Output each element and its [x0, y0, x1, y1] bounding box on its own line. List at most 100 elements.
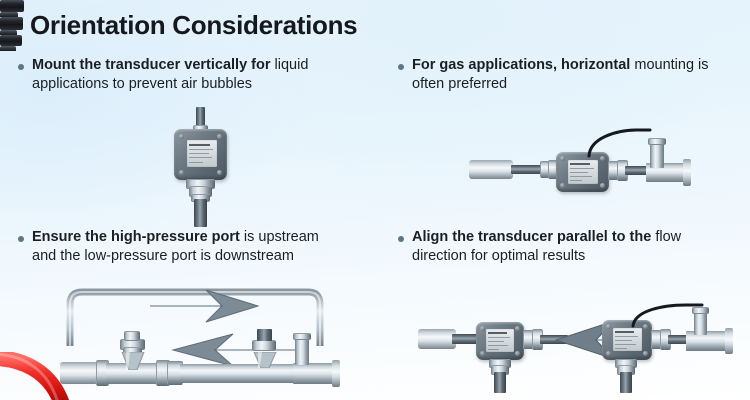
- screw-icon: [515, 326, 520, 331]
- outlet-tube: [625, 166, 650, 175]
- inlet-tube: [511, 165, 544, 174]
- bullet-vertical-mounting: Mount the transducer vertically for liqu…: [18, 56, 342, 94]
- screw-icon: [600, 156, 605, 161]
- signal-cable: [631, 303, 704, 328]
- valve-knob[interactable]: [0, 35, 22, 46]
- transducer-nameplate: [613, 328, 642, 351]
- outlet-pipe: [686, 331, 728, 351]
- nameplate-line: [570, 176, 592, 177]
- hp-port-tee: [121, 352, 145, 370]
- nameplate-line: [189, 144, 211, 146]
- flow-arrow-upstream: [150, 289, 260, 323]
- hp-port-hex: [124, 331, 140, 341]
- bullet-gas-horizontal: For gas applications, horizontal mountin…: [398, 56, 712, 94]
- nameplate-line: [615, 331, 635, 333]
- screw-icon: [643, 351, 648, 356]
- bullet-text-parallel-alignment: Align the transducer parallel to the flo…: [412, 228, 712, 266]
- nameplate-line: [570, 168, 594, 169]
- nameplate-line: [488, 332, 508, 334]
- outlet-tube: [668, 335, 690, 344]
- process-stem: [494, 372, 506, 393]
- inlet-tube: [452, 334, 482, 344]
- bullet-regular-3: is upstream and the low-pressure port is…: [32, 229, 319, 264]
- valve-stem: [650, 140, 664, 168]
- lp-port-nut: [252, 340, 276, 351]
- valve-stem: [694, 309, 707, 335]
- screw-icon: [217, 134, 222, 139]
- transducer-nameplate: [486, 329, 514, 352]
- bullet-text-vertical-mounting: Mount the transducer vertically for liqu…: [32, 56, 342, 94]
- valve-collar: [692, 307, 709, 314]
- transducer-top-cable: [196, 107, 205, 128]
- screw-icon: [179, 134, 184, 139]
- process-stem: [620, 372, 632, 393]
- valve-collar: [293, 333, 311, 340]
- nameplate-line: [189, 157, 212, 158]
- screw-icon: [515, 351, 520, 356]
- bullet-bold-2: For gas applications, horizontal: [412, 57, 631, 73]
- screw-icon: [606, 351, 611, 356]
- bullet-dot-icon: [18, 236, 24, 242]
- mid-tube: [540, 335, 568, 344]
- valve-knob[interactable]: [0, 0, 24, 12]
- lp-port-tee: [253, 352, 277, 368]
- nameplate-line: [615, 344, 637, 345]
- impulse-line-loop: [66, 288, 324, 346]
- process-stem: [194, 199, 207, 227]
- transducer-body: [174, 129, 227, 180]
- lp-port-stem: [257, 329, 272, 341]
- nameplate-line: [615, 348, 628, 349]
- illustration-horizontal-transducer: [0, 0, 750, 192]
- screw-icon: [560, 183, 565, 188]
- bullet-dot-icon: [398, 64, 404, 70]
- bullet-bold-3: Ensure the high-pressure port: [32, 229, 240, 245]
- illustration-parallel-alignment: [0, 35, 750, 393]
- pipe-flange: [332, 360, 340, 387]
- nameplate-line: [488, 341, 505, 342]
- valve-stem: [295, 335, 309, 365]
- bullet-pressure-ports: Ensure the high-pressure port is upstrea…: [18, 228, 342, 266]
- bullet-regular-4: flow direction for optimal results: [412, 229, 682, 264]
- illustration-pressure-port-loop: [0, 17, 750, 387]
- nameplate-line: [189, 153, 210, 154]
- nameplate-line: [488, 349, 499, 350]
- screw-icon: [480, 326, 485, 331]
- bullet-dot-icon: [18, 64, 24, 70]
- nameplate-line: [570, 163, 591, 165]
- bullet-text-gas-horizontal: For gas applications, horizontal mountin…: [412, 56, 712, 94]
- pipe-flange: [725, 328, 733, 354]
- flow-arrow-parallel: [554, 320, 670, 360]
- screw-icon: [606, 324, 611, 329]
- bullet-bold-1: Mount the transducer vertically for: [32, 57, 271, 73]
- pipe-end-cap: [418, 329, 456, 349]
- red-hose-corner-accent: [0, 352, 70, 400]
- transducer-body: [602, 320, 652, 360]
- main-pipe-left: [106, 363, 158, 384]
- valve-knob-top[interactable]: [0, 30, 17, 35]
- valve-knob-top[interactable]: [0, 12, 18, 17]
- nameplate-line: [570, 172, 589, 173]
- flow-arrow-downstream: [171, 333, 295, 367]
- nameplate-line: [570, 180, 583, 181]
- transducer-nameplate: [568, 160, 598, 184]
- screw-icon: [217, 170, 222, 175]
- transducer-body: [556, 152, 609, 192]
- nameplate-line: [615, 336, 638, 337]
- valve-knob[interactable]: [0, 17, 23, 30]
- screw-icon: [600, 183, 605, 188]
- transducer-nameplate: [187, 140, 217, 167]
- pipe-end-cap: [60, 362, 98, 384]
- valve-knob-top[interactable]: [0, 46, 16, 51]
- bullet-dot-icon: [398, 236, 404, 242]
- bullet-text-pressure-ports: Ensure the high-pressure port is upstrea…: [32, 228, 342, 266]
- nameplate-line: [488, 345, 508, 346]
- main-pipe-right: [293, 363, 335, 384]
- signal-cable: [587, 128, 652, 158]
- nameplate-line: [189, 162, 203, 163]
- nameplate-line: [615, 340, 632, 341]
- bullet-bold-4: Align the transducer parallel to the: [412, 229, 652, 245]
- bullet-regular-1: liquid applications to prevent air bubbl…: [32, 57, 309, 92]
- screw-icon: [480, 351, 485, 356]
- screw-icon: [179, 170, 184, 175]
